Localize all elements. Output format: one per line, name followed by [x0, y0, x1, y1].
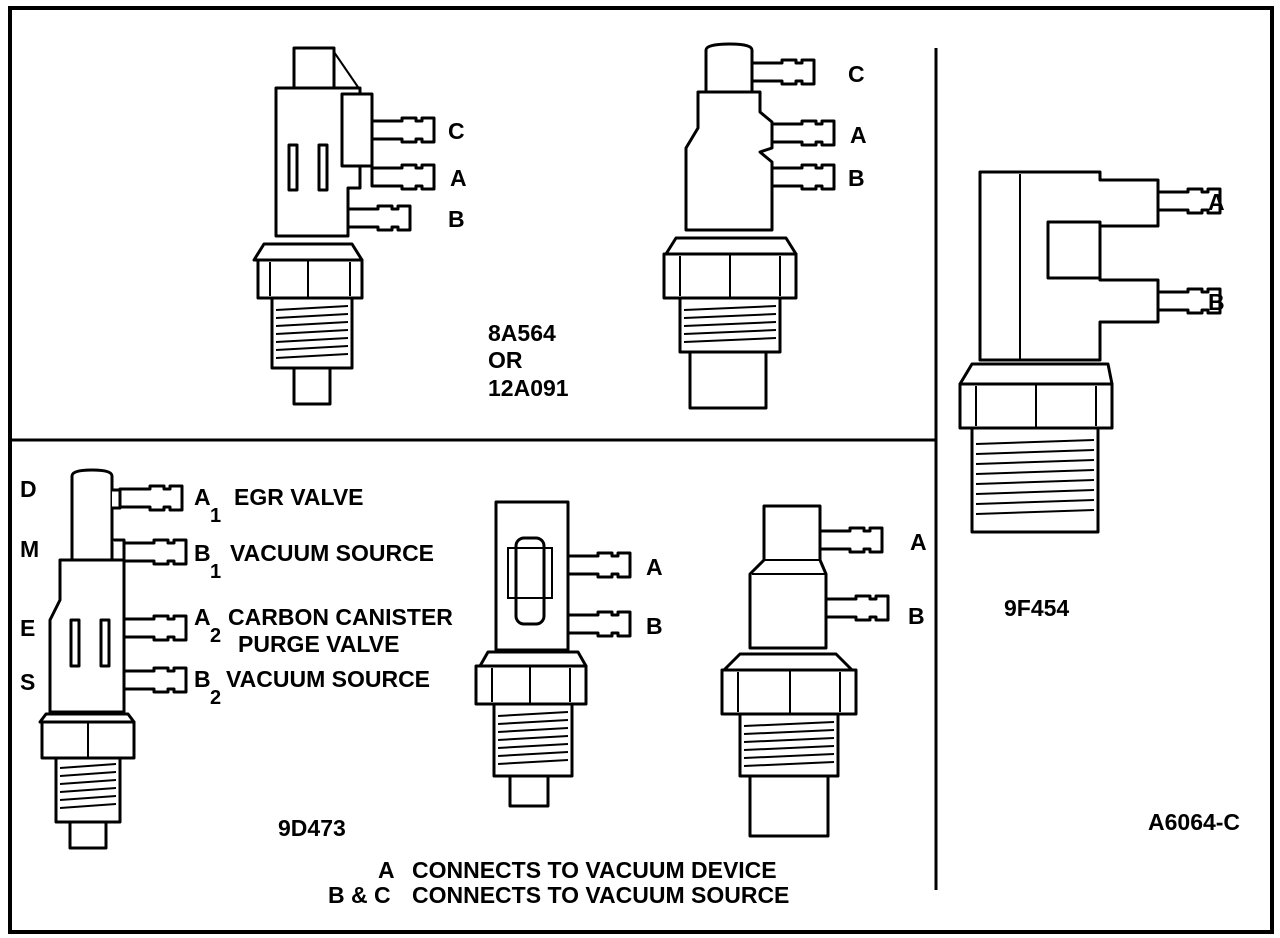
side-letter-m: M: [20, 536, 39, 562]
port-label-b-top-middle: B: [848, 165, 865, 191]
port-label-b-top-left: B: [448, 206, 465, 232]
port-label-c-top-middle: C: [848, 61, 865, 87]
side-letter-d: D: [20, 476, 37, 502]
port-desc-egr-valve: EGR VALVE: [234, 484, 364, 510]
port-label-a-bottom-right: A: [910, 529, 927, 555]
legend-key-a: A: [378, 857, 395, 883]
part-number-9d473: 9D473: [278, 815, 346, 841]
valve-top-middle: [662, 42, 836, 410]
part-number-8a564: 8A564: [488, 320, 556, 346]
port-sub-b2: 2: [210, 687, 221, 709]
port-label-c-top-left: C: [448, 118, 465, 144]
figure-code: A6064-C: [1148, 809, 1240, 835]
port-label-b2: B: [194, 666, 211, 692]
port-label-a1: A: [194, 484, 211, 510]
side-letter-e: E: [20, 615, 35, 641]
side-letter-s: S: [20, 669, 35, 695]
port-desc-purge-valve: PURGE VALVE: [238, 631, 399, 657]
port-sub-a2: 2: [210, 625, 221, 647]
legend-text-vacuum-device: CONNECTS TO VACUUM DEVICE: [412, 857, 777, 883]
port-desc-vacuum-source-2: VACUUM SOURCE: [226, 666, 430, 692]
port-label-b-right: B: [1208, 289, 1225, 315]
valve-bottom-left: [38, 468, 188, 850]
diagram-frame: [8, 6, 1274, 934]
port-label-b1: B: [194, 540, 211, 566]
port-label-b-bottom-middle: B: [646, 613, 663, 639]
port-label-a-top-middle: A: [850, 122, 867, 148]
port-sub-b1: 1: [210, 561, 221, 583]
valve-bottom-middle: [474, 500, 632, 808]
part-number-or: OR: [488, 347, 523, 373]
legend-key-b-and-c: B & C: [328, 882, 391, 908]
valve-bottom-right: [720, 504, 890, 838]
part-number-9f454: 9F454: [1004, 595, 1069, 621]
port-label-a-right: A: [1208, 189, 1225, 215]
valve-right: [958, 170, 1222, 534]
legend-text-vacuum-source: CONNECTS TO VACUUM SOURCE: [412, 882, 789, 908]
port-sub-a1: 1: [210, 505, 221, 527]
port-label-a-top-left: A: [450, 165, 467, 191]
port-label-a-bottom-middle: A: [646, 554, 663, 580]
port-desc-carbon-canister: CARBON CANISTER: [228, 604, 453, 630]
port-desc-vacuum-source-1: VACUUM SOURCE: [230, 540, 434, 566]
port-label-a2: A: [194, 604, 211, 630]
port-label-b-bottom-right: B: [908, 603, 925, 629]
part-number-12a091: 12A091: [488, 375, 569, 401]
valve-top-left: [252, 46, 436, 406]
